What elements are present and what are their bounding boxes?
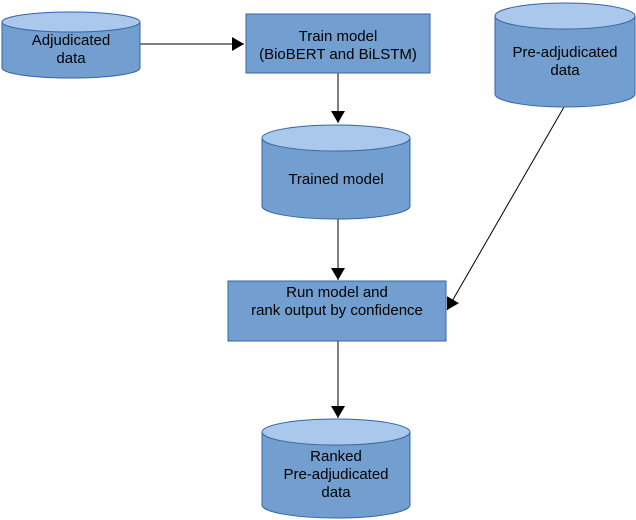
cylinder-body [261,432,411,519]
label-line: data [56,50,86,67]
cylinder-body [494,16,636,108]
run-model-label: Run model and rank output by confidence [228,280,446,324]
label-line: Pre-adjudicated [512,44,618,61]
label-line: Train model [298,28,378,45]
label-line: Pre-adjudicated [283,466,389,483]
label-line: (BioBERT and BiLSTM) [259,46,417,63]
label-line: Ranked [310,448,362,465]
cylinder-top [1,11,141,33]
label-line: rank output by confidence [251,302,423,319]
label-line: Trained model [288,171,384,188]
cylinder-body [261,138,411,220]
pre-adjudicated-data-label: Pre-adjudicated data [495,40,635,84]
trained-model-label: Trained model [262,158,410,202]
node-ranked-data [261,418,411,519]
node-trained-model [261,124,411,220]
label-line: data [321,484,351,501]
process-box [227,280,447,342]
ranked-data-label: Ranked Pre-adjudicated data [262,444,410,506]
adjudicated-data-label: Adjudicated data [2,28,140,72]
cylinder-top [261,124,411,152]
label-line: data [550,62,580,79]
cylinder-top [261,418,411,446]
cylinder-top [494,2,636,30]
process-box [245,13,431,74]
node-train-model [245,13,431,74]
cylinder-body [1,22,141,79]
node-adjudicated-data [1,11,141,79]
edges [140,37,565,418]
label-line: Adjudicated [31,32,111,49]
edge-preadjudicated-to-run [446,106,565,311]
node-pre-adjudicated-data [494,2,636,108]
label-line: Run model and [286,284,388,301]
train-model-label: Train model (BioBERT and BiLSTM) [246,24,430,68]
node-run-model [227,280,447,342]
